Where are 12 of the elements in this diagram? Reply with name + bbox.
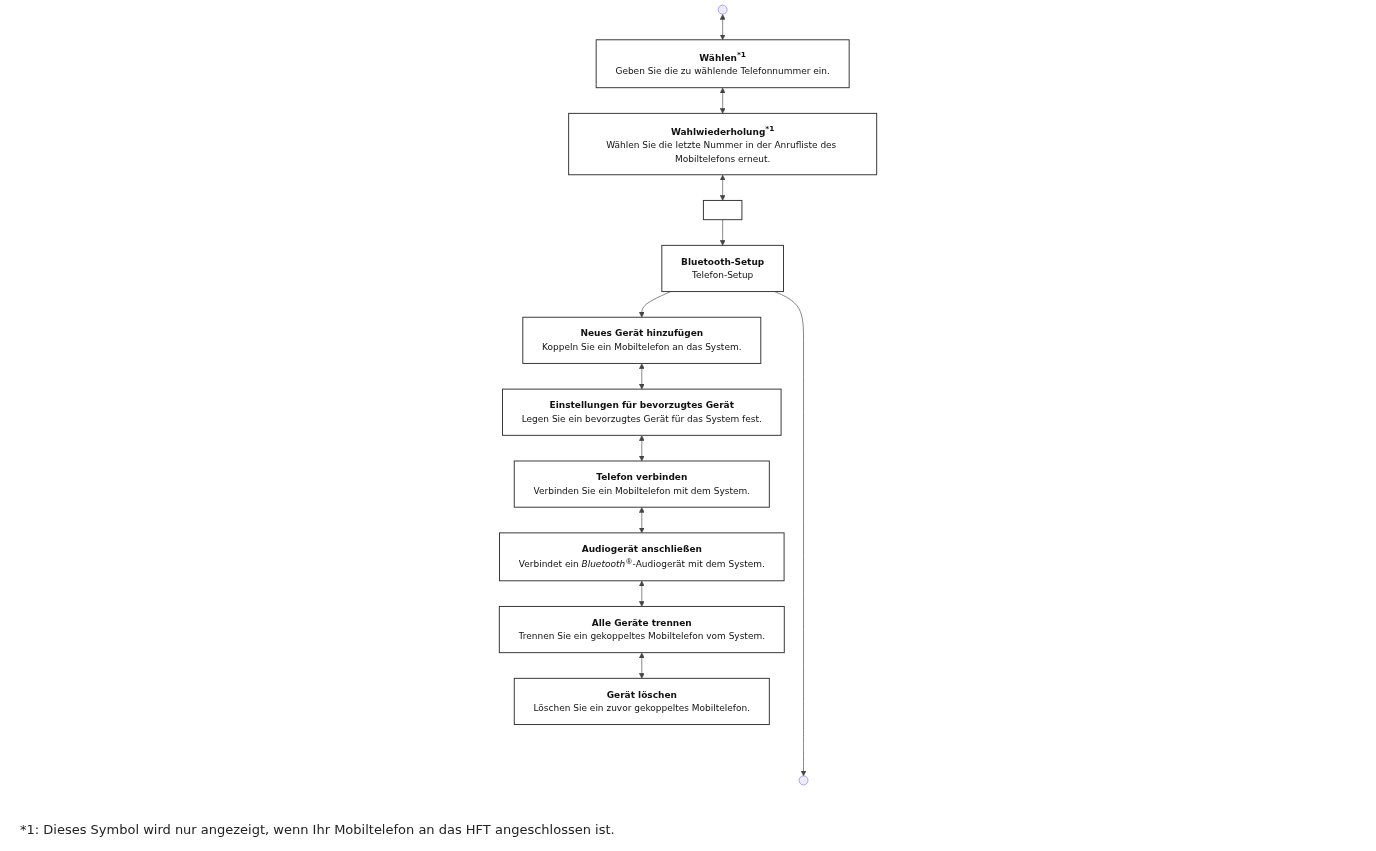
node-box: [513, 460, 770, 508]
node-box: [499, 532, 785, 582]
node-box: [513, 677, 770, 725]
node-box: [498, 605, 785, 654]
footnote: *1: Dieses Symbol wird nur angezeigt, wenn Ihr Mobiltelefon an das HFT angeschlossen ist.: [20, 822, 615, 837]
node-box: [661, 244, 784, 293]
flowchart: Wählen$^{*1}$ Geben Sie die zu wählende Telefonnummer ein. Wahlwiederholung$^{*1}$ Wählen Sie die letzte Nummer in der Anrufliste des Mobiltelefons erneut. Bluetooth-Setup Telefon-Setup Neues Gerät hinzufügen Koppeln Sie ein Mobiltelefon an das System. Einstellungen für bevorzugtes Gerät Legen Sie ein bevorzugtes Gerät für das System fest. Telefon verbinden Verbinden Sie ein Mobiltelefon mit dem System. Audiogerät anschließen Verbindet ein Bluetooth$^{®}$-Audiogerät mit dem System. Alle Geräte trennen Trennen Sie ein gekoppeltes Mobiltelefon vom System. Gerät löschen Löschen Sie ein zuvor gekoppeltes Mobiltelefon.: [0, 0, 1376, 790]
node-box: [702, 199, 743, 221]
node-box: [522, 316, 762, 364]
node-box: [502, 388, 782, 436]
node-box: [595, 39, 850, 89]
node-box: [568, 112, 878, 176]
